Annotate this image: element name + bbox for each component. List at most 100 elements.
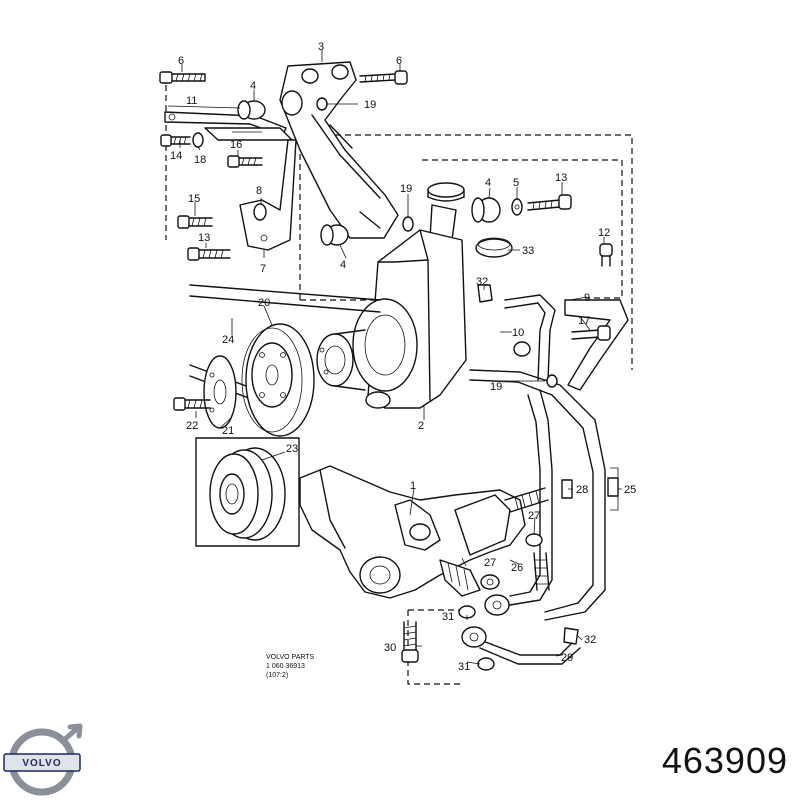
label-1: 1 bbox=[410, 480, 416, 492]
bolt-30 bbox=[401, 621, 419, 663]
hose-clamp-25 bbox=[607, 477, 619, 497]
label-25: 25 bbox=[624, 484, 636, 496]
fitting-19-lower bbox=[546, 374, 558, 388]
label-20: 20 bbox=[258, 297, 270, 309]
stamp-line-2: 1 060 36913 bbox=[266, 663, 305, 670]
label-30: 30 bbox=[384, 642, 396, 654]
label-27-right: 27 bbox=[528, 510, 540, 522]
bolt-15 bbox=[177, 215, 213, 229]
bolt-22 bbox=[173, 397, 211, 411]
label-12: 12 bbox=[598, 227, 610, 239]
label-6-right: 6 bbox=[396, 55, 402, 67]
label-21: 21 bbox=[222, 425, 234, 437]
label-4-top: 4 bbox=[250, 80, 256, 92]
plate-16 bbox=[204, 127, 293, 141]
label-27-left: 27 bbox=[484, 557, 496, 569]
label-11: 11 bbox=[186, 95, 197, 107]
bracket-7 bbox=[239, 139, 297, 251]
part-number: 463909 bbox=[661, 740, 788, 781]
logo-arrow-icon bbox=[61, 723, 83, 743]
steering-gear-1 bbox=[299, 465, 549, 599]
assembly-outline-fittings bbox=[407, 609, 460, 685]
bolt-13-right bbox=[527, 194, 572, 211]
label-3: 3 bbox=[318, 41, 324, 53]
label-16: 16 bbox=[230, 139, 242, 151]
volvo-logo: VOLVO bbox=[3, 723, 83, 796]
washer-31-lower bbox=[477, 657, 495, 671]
washer-27-left bbox=[480, 574, 500, 590]
label-9: 9 bbox=[584, 292, 590, 304]
label-32-bottom: 32 bbox=[584, 634, 596, 646]
return-line-29 bbox=[479, 639, 581, 665]
pump-hub bbox=[316, 329, 366, 391]
washer-19-top bbox=[316, 97, 328, 111]
bolt-12 bbox=[599, 243, 613, 267]
label-5: 5 bbox=[513, 177, 519, 189]
label-4-lower: 4 bbox=[340, 259, 346, 271]
label-29: 29 bbox=[561, 652, 573, 664]
leader-lines bbox=[167, 50, 622, 665]
label-4-right: 4 bbox=[485, 177, 491, 189]
bolt-6-top bbox=[159, 71, 206, 84]
logo-text: VOLVO bbox=[22, 758, 61, 769]
label-8: 8 bbox=[256, 185, 262, 197]
label-14: 14 bbox=[170, 150, 182, 162]
bolt-27-right bbox=[525, 533, 550, 591]
label-10: 10 bbox=[512, 327, 524, 339]
washer-19-mid bbox=[402, 216, 414, 232]
washer-5 bbox=[511, 198, 523, 216]
logo-band bbox=[3, 753, 81, 772]
label-17: 17 bbox=[578, 315, 590, 327]
catalog-stamp: VOLVO PARTS 1 060 36913 (107:2) bbox=[266, 654, 315, 679]
label-33: 33 bbox=[522, 245, 534, 257]
spacer-10 bbox=[513, 341, 531, 357]
label-23: 23 bbox=[286, 443, 298, 455]
clip-32-bottom bbox=[563, 627, 579, 645]
label-19-mid: 19 bbox=[400, 183, 412, 195]
pump-reservoir-2 bbox=[352, 229, 467, 409]
inset-frame-23 bbox=[195, 437, 300, 547]
input-shaft-26 bbox=[439, 559, 481, 597]
label-7: 7 bbox=[260, 263, 266, 275]
filler-cap bbox=[427, 182, 465, 241]
label-26: 26 bbox=[511, 562, 523, 574]
bushing-4-top bbox=[237, 100, 266, 120]
bolt-14 bbox=[160, 134, 191, 147]
label-31-upper: 31 bbox=[442, 611, 454, 623]
pulley-20 bbox=[241, 323, 315, 437]
mounting-bracket-3 bbox=[279, 61, 399, 239]
ring-33 bbox=[475, 237, 513, 258]
washer-18 bbox=[192, 132, 204, 148]
label-19-lower: 19 bbox=[490, 381, 502, 393]
label-13-right: 13 bbox=[555, 172, 567, 184]
bolt-13-lower bbox=[187, 247, 231, 261]
label-22: 22 bbox=[186, 420, 198, 432]
bushing-4-right bbox=[471, 197, 501, 223]
stamp-line-3: (107:2) bbox=[266, 672, 288, 679]
bracket-9 bbox=[564, 299, 629, 391]
label-13-left: 13 bbox=[198, 232, 210, 244]
label-6-left: 6 bbox=[178, 55, 184, 67]
label-18: 18 bbox=[194, 154, 206, 166]
label-28: 28 bbox=[576, 484, 588, 496]
label-24: 24 bbox=[222, 334, 234, 346]
stamp-line-1: VOLVO PARTS bbox=[266, 654, 315, 661]
label-19-top: 19 bbox=[364, 99, 376, 111]
label-32-top: 32 bbox=[476, 276, 488, 288]
double-pulley-23 bbox=[209, 447, 286, 541]
hub-21 bbox=[203, 355, 237, 429]
part-labels: 6 3 6 4 11 19 16 14 18 8 15 13 7 4 19 4 … bbox=[170, 41, 636, 673]
bolt-6-right bbox=[359, 70, 408, 85]
bushing-4-lower bbox=[320, 224, 349, 246]
spacer-8 bbox=[253, 203, 267, 221]
pressure-hose bbox=[469, 294, 606, 621]
bolt-13-upper bbox=[227, 155, 263, 168]
banjo-fitting bbox=[461, 594, 510, 648]
clip-32-top bbox=[477, 284, 493, 303]
bolt-17 bbox=[571, 325, 611, 341]
assembly-outline-bracket bbox=[299, 134, 633, 370]
label-2: 2 bbox=[418, 420, 424, 432]
label-15: 15 bbox=[188, 193, 200, 205]
